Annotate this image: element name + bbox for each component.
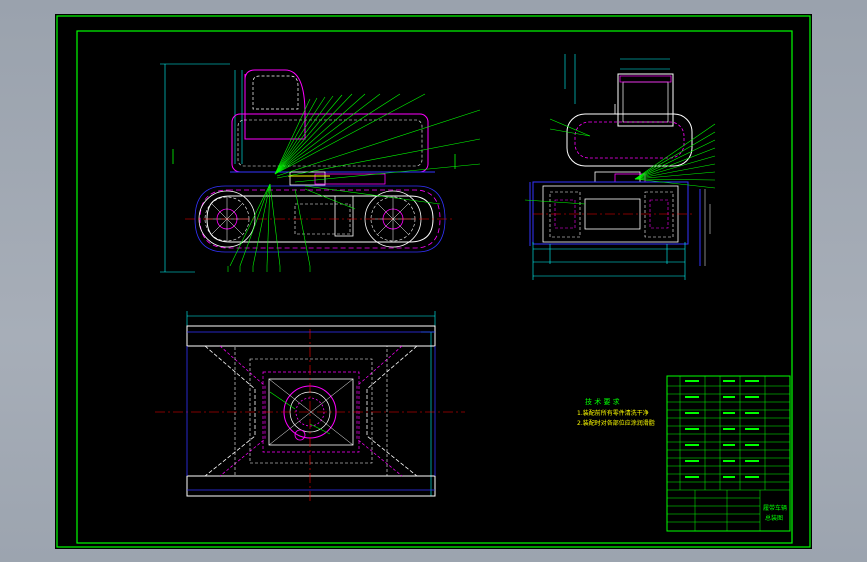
title-block: 履带车辆 总装图 [666,375,791,532]
end-elevation-view [524,54,716,280]
title-name-line-2: 总装图 [765,514,783,522]
plan-view [155,311,465,504]
side-elevation-view [160,63,481,273]
title-name-line-1: 履带车辆 [763,504,787,512]
notes-title: 技 术 要 求 [585,397,620,406]
note-line-2: 2.装配时对各部位应涂润滑脂 [577,419,655,427]
drawing-sheet[interactable]: 技 术 要 求 1.装配前所有零件清洗干净 2.装配时对各部位应涂润滑脂 [55,14,812,549]
technical-notes: 技 术 要 求 1.装配前所有零件清洗干净 2.装配时对各部位应涂润滑脂 [577,397,655,427]
note-line-1: 1.装配前所有零件清洗干净 [577,409,649,417]
outer-border [56,15,811,548]
inner-border [76,30,793,544]
drawing-canvas: 技 术 要 求 1.装配前所有零件清洗干净 2.装配时对各部位应涂润滑脂 [56,15,811,548]
